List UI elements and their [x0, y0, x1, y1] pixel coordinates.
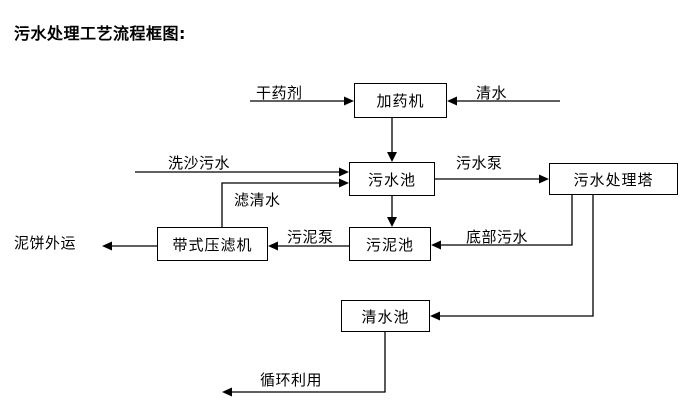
node-sludge-pool[interactable]: 污泥池	[349, 227, 431, 261]
edge-label-bottom-sewage: 底部污水	[466, 228, 529, 246]
node-belt-filter-press[interactable]: 带式压滤机	[157, 227, 268, 261]
edge-label-recycle-use: 循环利用	[260, 371, 323, 389]
node-dosing-machine[interactable]: 加药机	[354, 83, 447, 118]
node-clean-water-pool[interactable]: 清水池	[341, 300, 430, 332]
page-title: 污水处理工艺流程框图:	[14, 24, 186, 43]
edge-label-sewage-pump: 污水泵	[456, 154, 503, 172]
edge-label-sludge-pump: 污泥泵	[287, 228, 334, 246]
node-sewage-pool[interactable]: 污水池	[349, 162, 435, 196]
node-treatment-tower[interactable]: 污水处理塔	[549, 163, 678, 195]
edge-label-mud-cake-out: 泥饼外运	[14, 234, 77, 252]
edge-label-filtered-clear-water: 滤清水	[234, 191, 281, 209]
edge-label-clean-water-in: 清水	[476, 84, 508, 102]
edge-label-dry-agent: 干药剂	[256, 84, 303, 102]
edge-label-sand-wash-sewage: 洗沙污水	[168, 154, 231, 172]
